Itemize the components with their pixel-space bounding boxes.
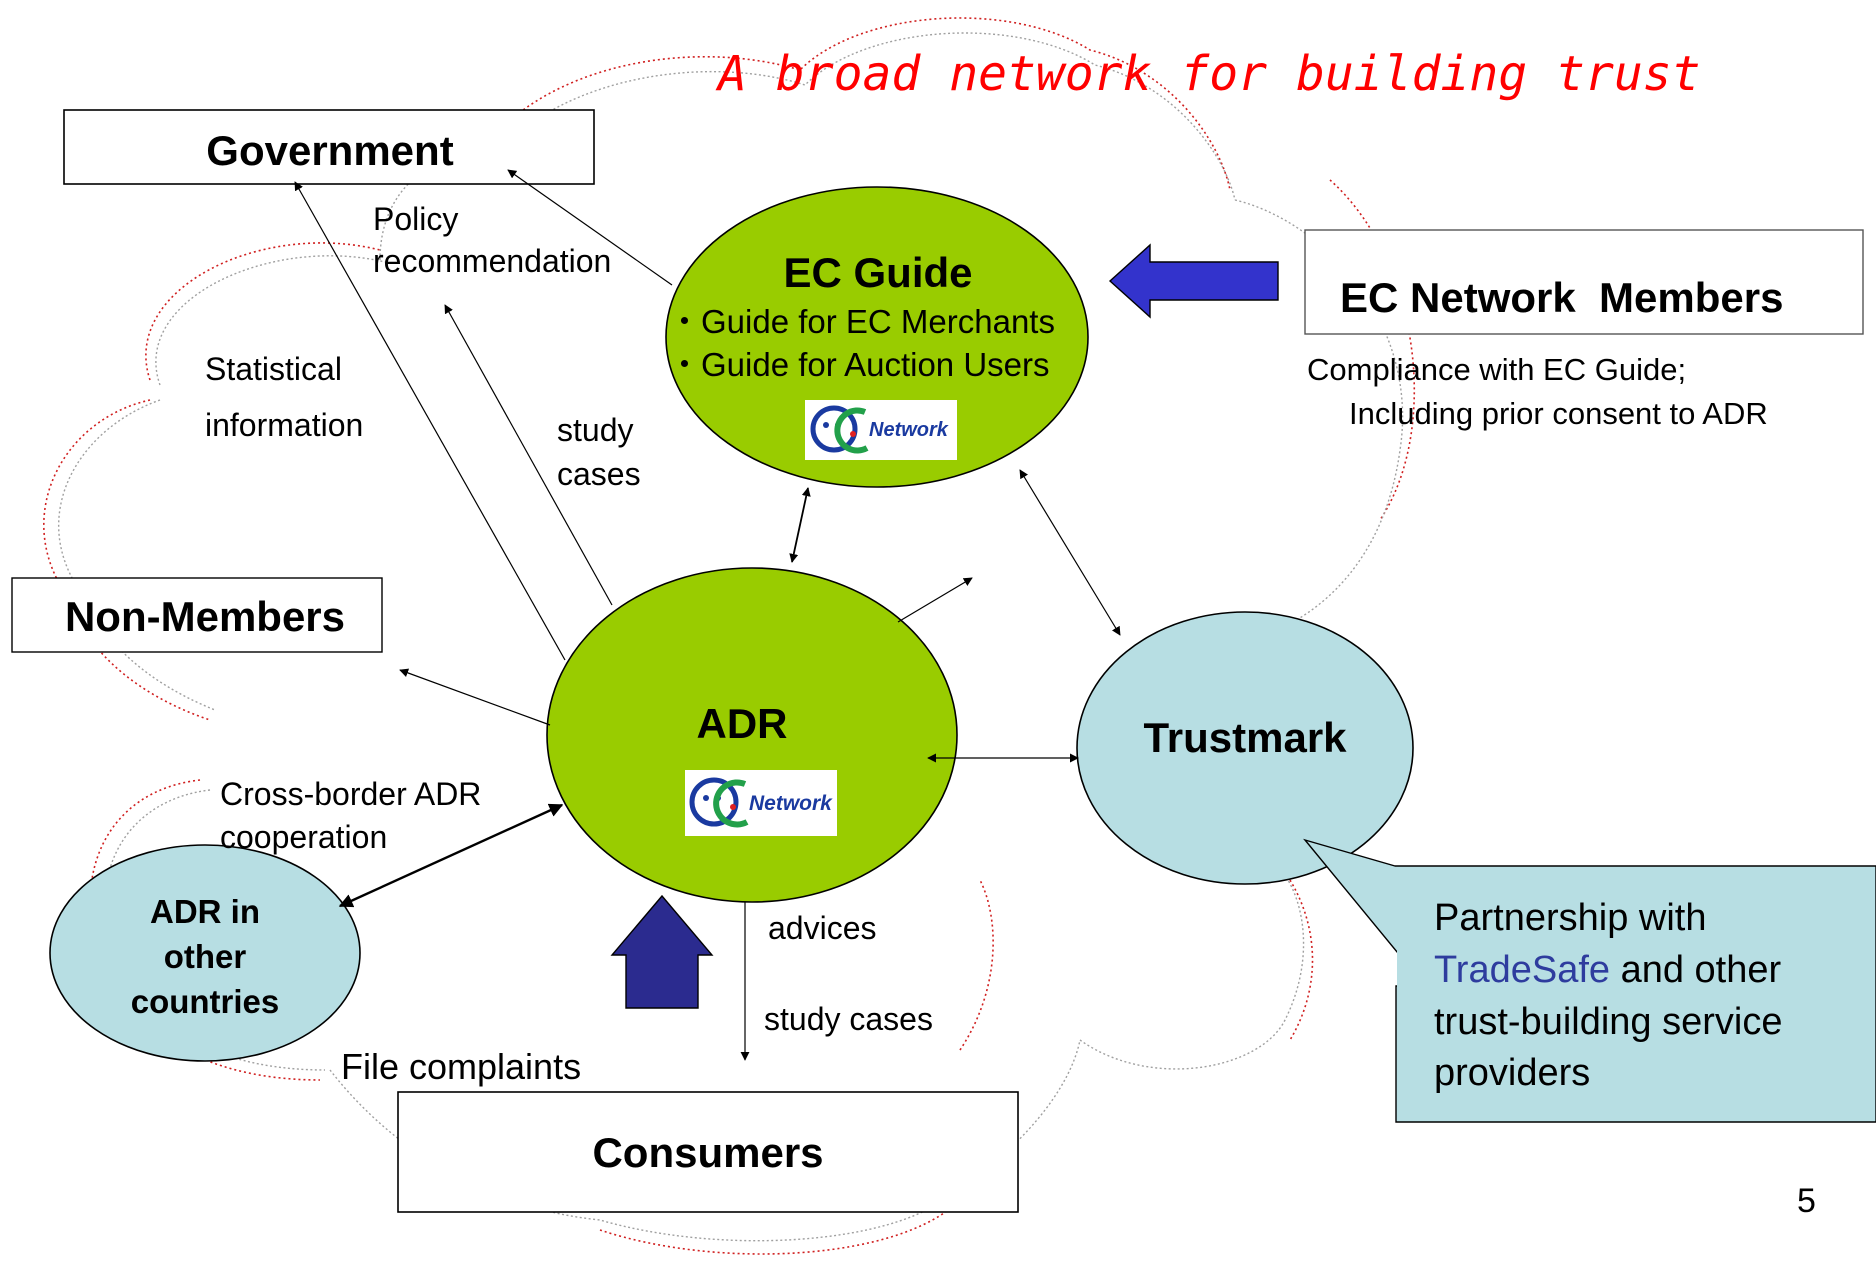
arrow-adr-other-countries — [338, 803, 564, 908]
callout-line-2-rest: and other — [1610, 949, 1781, 991]
arrow-adr-to-government — [294, 181, 566, 661]
label-compliance-line-1: Compliance with EC Guide; — [1307, 352, 1686, 387]
adr-node: ADR Network — [546, 567, 958, 903]
adr-other-line-3: countries — [131, 983, 280, 1020]
arrow-ecguide-to-government — [507, 169, 673, 286]
non-members-label: Non-Members — [65, 593, 345, 640]
non-members-node: Non-Members — [11, 577, 383, 653]
label-study-cases-2: study cases — [764, 1001, 933, 1037]
callout-line-2: TradeSafe and other — [1434, 949, 1782, 991]
label-cross-border-line-2: cooperation — [220, 819, 387, 855]
label-policy-line-1: Policy — [373, 201, 458, 237]
callout-line-1: Partnership with — [1434, 897, 1706, 939]
label-cross-border-line-1: Cross-border ADR — [220, 776, 481, 812]
adr-other-countries-node: ADR in other countries — [49, 844, 361, 1062]
label-policy-line-2: recommendation — [373, 243, 611, 279]
adr-other-line-2: other — [164, 938, 247, 975]
ec-network-members-label: EC Network Members — [1340, 274, 1783, 321]
adr-label: ADR — [697, 700, 788, 747]
label-statistical-line-1: Statistical — [205, 351, 342, 387]
diagram-title: A broad network for building trust — [715, 46, 1701, 102]
ec-network-logo: Network — [805, 400, 957, 460]
label-advices: advices — [768, 910, 877, 946]
consumers-label: Consumers — [592, 1129, 823, 1176]
ec-guide-item-auction: ・Guide for Auction Users — [668, 346, 1050, 383]
government-label: Government — [206, 127, 453, 174]
arrow-adr-to-policy — [444, 304, 613, 606]
members-to-ecguide-block-arrow — [1108, 243, 1279, 319]
partnership-callout: Partnership with TradeSafe and other tru… — [1303, 838, 1876, 1123]
label-file-complaints: File complaints — [341, 1046, 581, 1087]
label-compliance-line-2: Including prior consent to ADR — [1349, 396, 1768, 431]
callout-line-4: providers — [1434, 1052, 1590, 1094]
trustmark-node: Trustmark — [1076, 611, 1414, 885]
trustmark-label: Trustmark — [1143, 714, 1347, 761]
arrow-ecguide-trustmark — [1019, 469, 1121, 636]
label-statistical-line-2: information — [205, 407, 363, 443]
arrow-adr-ecguide — [789, 487, 811, 563]
logo-text: Network — [749, 792, 833, 815]
page-number: 5 — [1797, 1182, 1816, 1220]
consumers-node: Consumers — [397, 1091, 1019, 1213]
label-study-cases-line-2: cases — [557, 456, 641, 492]
label-study-cases-line-1: study — [557, 412, 633, 448]
consumers-to-adr-block-arrow — [610, 894, 714, 1009]
adr-network-logo: Network — [685, 770, 837, 836]
arrow-adr-to-nonmembers — [399, 668, 551, 726]
ec-guide-title: EC Guide — [783, 249, 972, 296]
ec-guide-node: EC Guide ・Guide for EC Merchants ・Guide … — [665, 186, 1089, 488]
connector-arrows — [294, 169, 1121, 1061]
tradesafe-link[interactable]: TradeSafe — [1434, 949, 1610, 991]
callout-line-3: trust-building service — [1434, 1001, 1782, 1043]
connector-labels: Policy recommendation Statistical inform… — [205, 201, 1768, 1087]
adr-other-line-1: ADR in — [150, 893, 260, 930]
logo-text: Network — [869, 419, 949, 441]
government-node: Government — [63, 109, 595, 185]
ec-guide-item-merchants: ・Guide for EC Merchants — [668, 303, 1055, 340]
arrow-adr-to-members — [897, 577, 973, 623]
ec-network-members-node: EC Network Members — [1304, 229, 1864, 335]
